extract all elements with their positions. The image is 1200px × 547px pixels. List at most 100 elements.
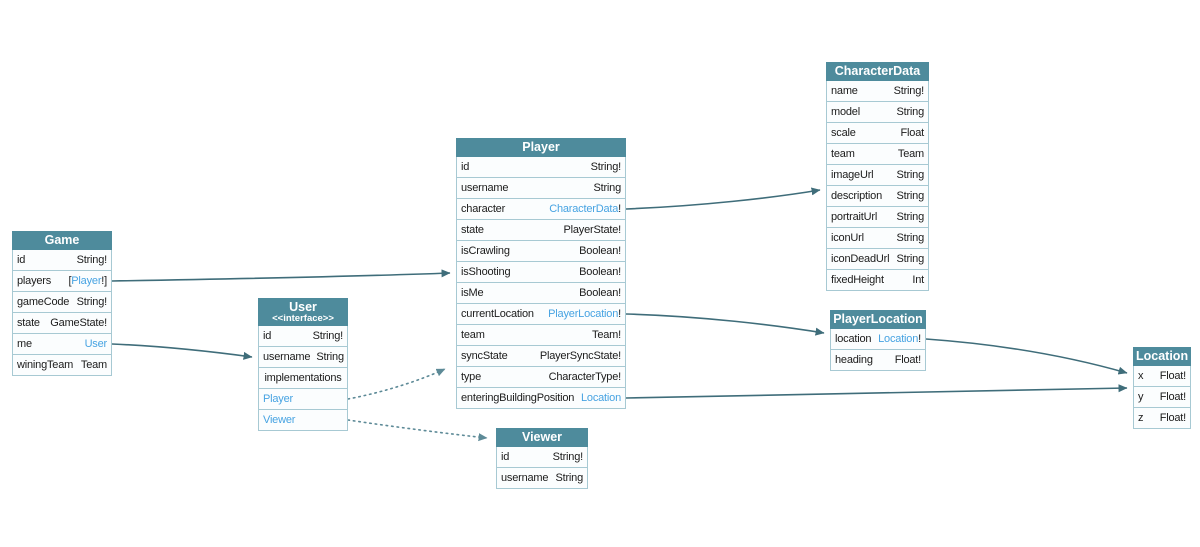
type-text: String! [552, 451, 584, 463]
field-name: enteringBuildingPosition [461, 392, 575, 404]
field-row-me[interactable]: me User [12, 334, 112, 355]
field-row-enteringBuildingPosition[interactable]: enteringBuildingPosition Location [456, 388, 626, 409]
type-text: String [555, 472, 583, 484]
type-text: String [896, 190, 924, 202]
type-text: String! [76, 296, 108, 308]
field-name: isShooting [461, 266, 511, 278]
type-link[interactable]: PlayerLocation [548, 308, 619, 320]
field-name: fixedHeight [831, 274, 884, 286]
edge-game-me-to-user [111, 343, 253, 360]
field-type: String [593, 182, 621, 194]
field-row-players[interactable]: players[Player!] [12, 271, 112, 292]
field-name: isMe [461, 287, 484, 299]
table-header[interactable]: Game [12, 231, 112, 250]
table-header[interactable]: Viewer [496, 428, 588, 447]
type-text: Float! [894, 354, 922, 366]
edge-player-currentlocation-to-playerlocation [625, 313, 825, 336]
field-type: Team [898, 148, 924, 160]
implementation-row-player[interactable]: Player [258, 389, 348, 410]
type-link[interactable]: Player [71, 275, 102, 287]
field-name: me [17, 338, 32, 350]
type-text: ! [618, 308, 621, 320]
field-type: Boolean! [579, 245, 621, 257]
field-name: state [17, 317, 40, 329]
implementation-link[interactable]: Viewer [263, 414, 296, 426]
table-header[interactable]: User<<interface>> [258, 298, 348, 326]
type-text: String [316, 351, 344, 363]
field-type: Boolean! [579, 287, 621, 299]
implementation-link[interactable]: Player [263, 393, 293, 405]
type-link[interactable]: Location [878, 333, 919, 345]
table-title: Location [1136, 349, 1189, 363]
type-link[interactable]: Location [581, 392, 621, 404]
field-type: String [896, 211, 924, 223]
field-row-fixedHeight[interactable]: fixedHeight Int [826, 270, 929, 291]
type-link[interactable]: CharacterData [549, 203, 619, 215]
row-label: implementations [264, 372, 342, 384]
field-type: CharacterType! [549, 371, 622, 383]
type-text: ! [918, 333, 921, 345]
field-type: String [896, 106, 924, 118]
field-row-isMe[interactable]: isMe Boolean! [456, 283, 626, 304]
field-name: iconDeadUrl [831, 253, 890, 265]
field-type: Float! [1160, 391, 1187, 403]
field-name: z [1138, 412, 1144, 424]
field-type: [Player!] [68, 275, 107, 287]
table-header[interactable]: Location [1133, 347, 1191, 366]
type-text: String! [590, 161, 622, 173]
table-title: User [289, 300, 317, 314]
table-header[interactable]: PlayerLocation [830, 310, 926, 329]
type-text: Boolean! [579, 245, 621, 257]
field-type: Team [81, 359, 107, 371]
type-link[interactable]: User [84, 338, 108, 350]
field-name: location [835, 333, 872, 345]
table-header[interactable]: CharacterData [826, 62, 929, 81]
field-type: Int [912, 274, 924, 286]
table-header[interactable]: Player [456, 138, 626, 157]
field-row-location[interactable]: location Location! [830, 329, 926, 350]
implementation-row-viewer[interactable]: Viewer [258, 410, 348, 431]
field-type: Float! [1160, 370, 1187, 382]
field-name: imageUrl [831, 169, 874, 181]
